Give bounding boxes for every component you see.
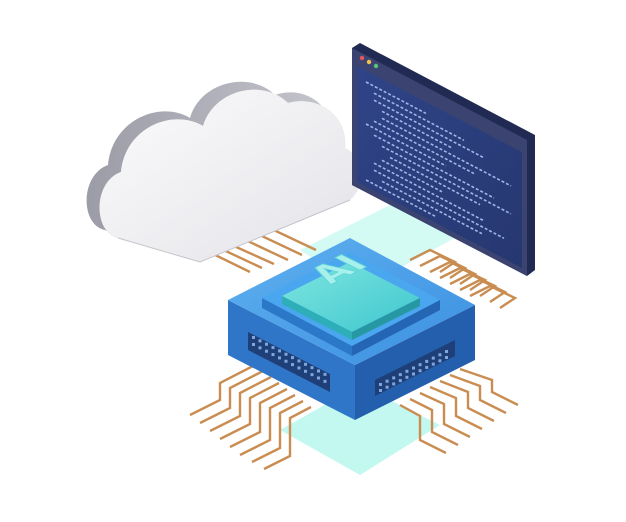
chip-pin [445,356,448,359]
code-line [365,179,437,218]
chip-pin [412,372,415,376]
chip-pin [317,376,320,380]
chip-pin [385,379,389,383]
code-line [373,99,485,159]
chip-pin [278,356,281,360]
chip-pin [392,382,396,386]
code-line [381,110,453,149]
chip-pin [297,359,301,363]
window-minimize-dot [366,59,372,65]
chip-pin [425,365,429,369]
cloud-icon [86,81,361,263]
code-lines [365,81,512,239]
chip-pin [385,385,389,389]
chip-pin [310,373,314,377]
chip-pin [405,369,409,373]
chip-pin [418,369,422,373]
chip-pin [317,369,320,373]
code-line [373,92,465,142]
chip-pin [265,349,268,353]
chip-pin-dots [252,336,448,392]
chip-pin [418,363,422,367]
chip-pin [323,372,327,376]
chip-pin [265,342,268,346]
chip-pin [291,363,294,367]
chip-pin [392,376,396,380]
chip-pin [252,336,255,339]
code-line [373,120,475,175]
bottom-left-traces [189,363,312,471]
chip-pin [258,339,262,343]
code-window-icon [352,43,535,276]
window-traces [409,248,518,309]
chip-pin [304,362,307,366]
chip-pin [425,359,429,363]
chip-pin [271,353,275,357]
code-line [365,123,447,167]
code-line [389,156,481,206]
code-line [365,81,427,115]
code-line [381,117,512,187]
code-line [373,169,505,239]
processor-chip-icon: AI [228,238,475,420]
chip-pin [297,366,301,370]
chip-pin [310,366,314,370]
code-line [373,162,485,222]
chip-pin [398,379,402,383]
code-line [381,159,443,193]
chip-pin [284,359,288,363]
chip-pin [284,352,288,356]
chip-pin [304,369,307,373]
chip-pin [438,353,442,357]
chip-pin [271,346,275,350]
chip-pin [258,346,262,350]
chip-pin [398,373,402,377]
chip-pin [412,366,415,370]
chip-pin [252,343,255,346]
code-line [381,145,512,215]
code-line [373,134,495,199]
chip-pin [379,389,382,392]
chip-pin [405,375,409,379]
chip-pin [438,359,442,363]
chip-pin [323,379,327,383]
chip-pin [431,362,435,366]
window-close-dot [359,55,365,61]
chip-pin [431,356,435,360]
chip-pin [278,349,281,353]
code-line [381,180,483,235]
chip-pin [291,356,294,360]
chip-pin [379,383,382,386]
chip-pin [445,350,448,353]
window-maximize-dot [373,63,379,69]
bottom-right-traces [399,367,519,455]
